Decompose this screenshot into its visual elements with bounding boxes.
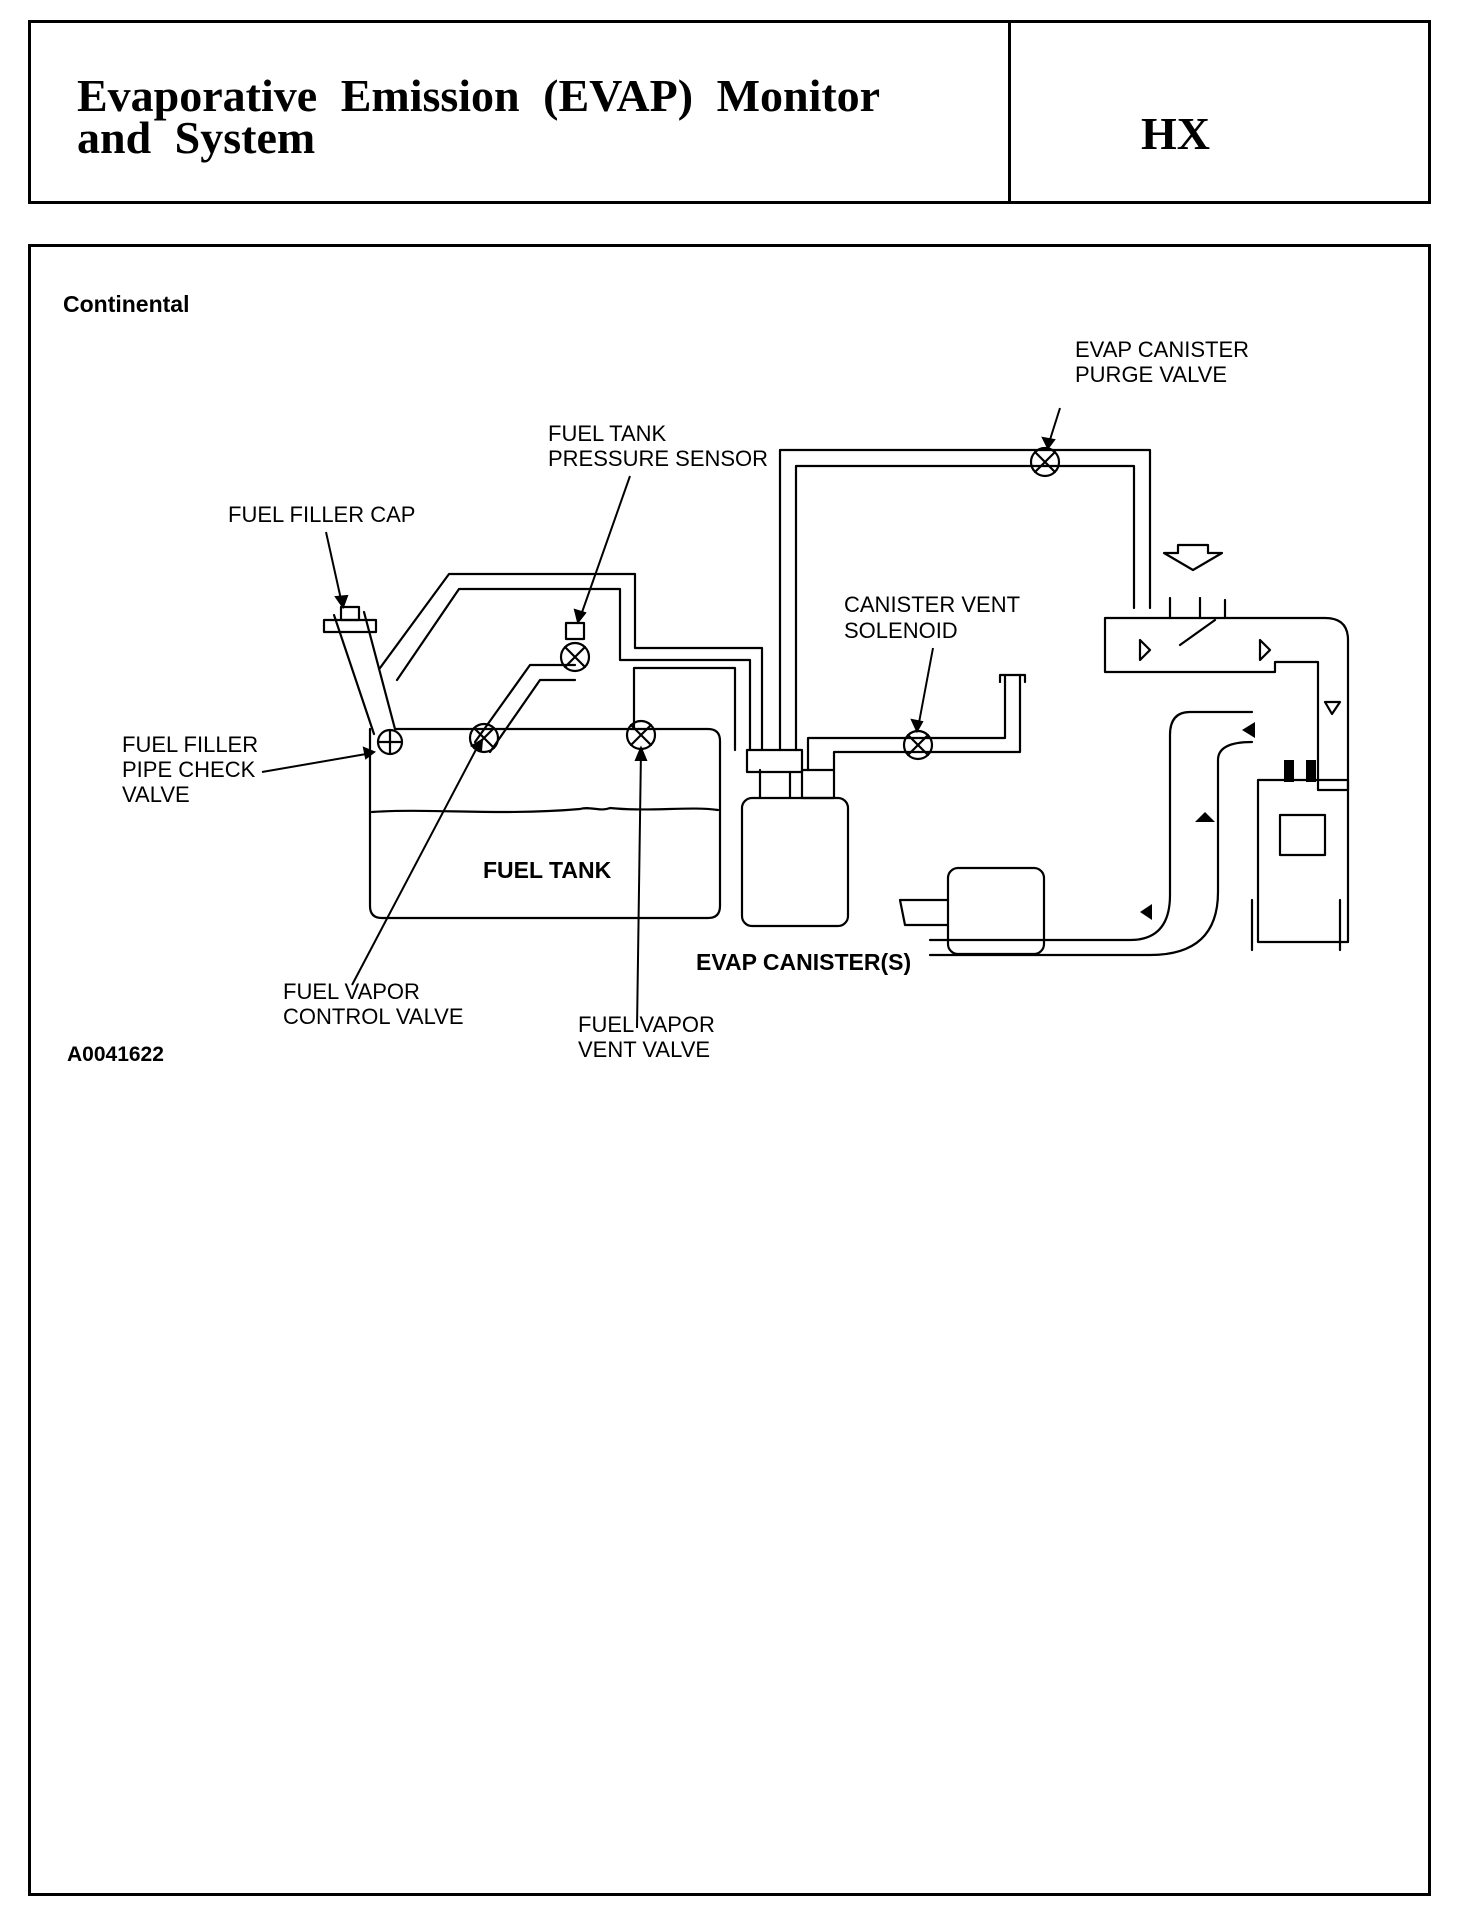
pressure-sensor-symbol: [564, 621, 586, 641]
throttle-plate: [1168, 596, 1227, 647]
canister-port: [800, 768, 836, 800]
tailpipe: [898, 898, 950, 927]
vent-valve-tube: [632, 666, 737, 752]
title-line-1: Evaporative Emission (EVAP) Monitor: [77, 70, 881, 121]
label-control-valve-2: CONTROL VALVE: [283, 1004, 464, 1029]
label-purge-valve-2: PURGE VALVE: [1075, 362, 1227, 387]
figure-panel: Continental A0041622: [28, 244, 1431, 1896]
label-pressure-sensor-2: PRESSURE SENSOR: [548, 446, 768, 471]
diagram-labels: EVAP CANISTER PURGE VALVE FUEL TANK PRES…: [122, 337, 1249, 1062]
vent-filter: [998, 673, 1027, 684]
label-check-valve-3: VALVE: [122, 782, 190, 807]
control-valve-tube: [473, 663, 577, 754]
label-check-valve-1: FUEL FILLER: [122, 732, 258, 757]
title-cell: Evaporative Emission (EVAP) Monitor and …: [31, 23, 1011, 201]
filler-cap-body: [339, 605, 361, 622]
page-header: Evaporative Emission (EVAP) Monitor and …: [28, 20, 1431, 204]
canister-cap: [745, 748, 804, 774]
label-pressure-sensor-1: FUEL TANK: [548, 421, 667, 446]
label-canister: EVAP CANISTER(S): [696, 949, 911, 975]
filler-neck: [332, 610, 397, 736]
pressure-valve-symbol: [559, 641, 591, 673]
label-vent-valve-2: VENT VALVE: [578, 1037, 710, 1062]
filler-vent-tube: [378, 572, 764, 752]
label-vent-solenoid-1: CANISTER VENT: [844, 592, 1020, 617]
label-vent-valve-1: FUEL VAPOR: [578, 1012, 715, 1037]
inlet-arrow: [1162, 543, 1224, 572]
label-check-valve-2: PIPE CHECK: [122, 757, 256, 782]
label-fuel-tank: FUEL TANK: [483, 857, 612, 883]
page-title: Evaporative Emission (EVAP) Monitor and …: [77, 70, 881, 163]
label-filler-cap: FUEL FILLER CAP: [228, 502, 415, 527]
figure-id: A0041622: [67, 1043, 164, 1066]
label-control-valve-1: FUEL VAPOR: [283, 979, 420, 1004]
exhaust-manifold: [928, 710, 1254, 957]
fuel-level-line: [370, 806, 720, 814]
purge-valve-symbol: [1029, 446, 1061, 478]
label-vent-solenoid-2: SOLENOID: [844, 618, 958, 643]
muffler: [946, 866, 1046, 956]
label-purge-valve-1: EVAP CANISTER: [1075, 337, 1249, 362]
purge-tube: [778, 448, 1152, 752]
engine-block: [1256, 778, 1350, 944]
control-valve-symbol: [468, 722, 500, 754]
canister-body: [740, 796, 850, 928]
fuel-tank-outline: [368, 727, 722, 920]
section-code: HX: [1141, 108, 1210, 159]
flow-arrows: [1140, 722, 1316, 920]
engine-piston: [1278, 813, 1327, 857]
intake-manifold: [1103, 616, 1350, 792]
section-title: Continental: [63, 291, 190, 317]
title-line-2: and System: [77, 112, 316, 163]
